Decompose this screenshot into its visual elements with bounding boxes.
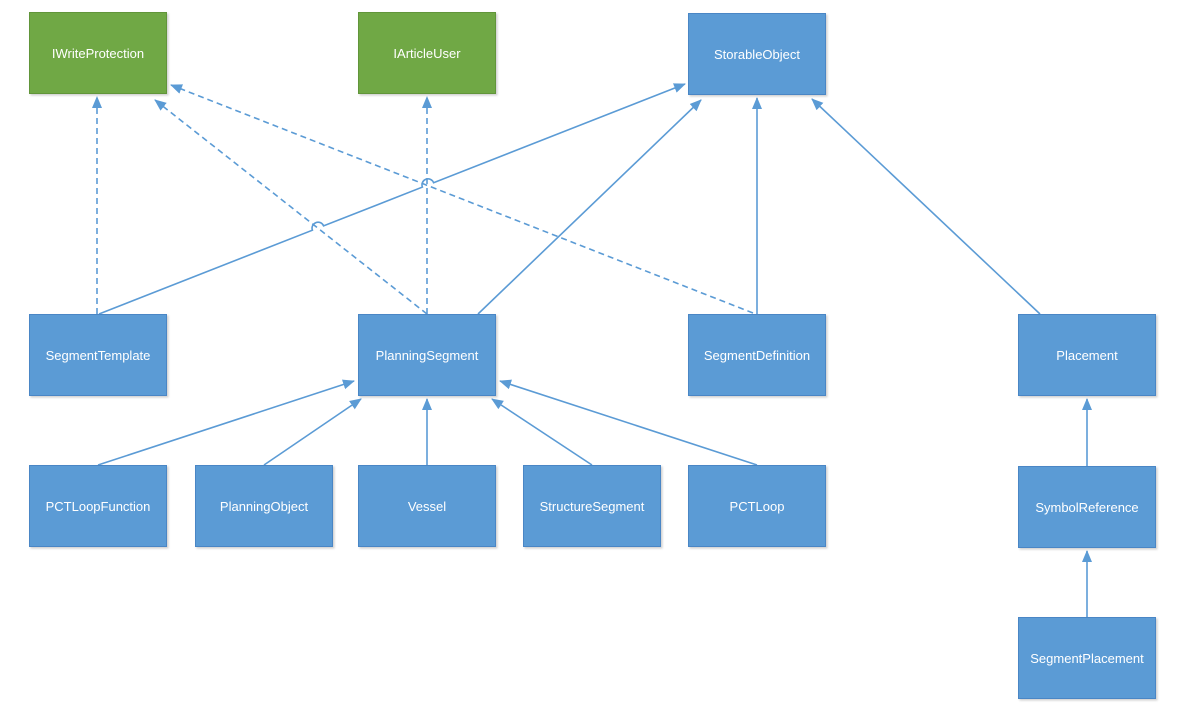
- node-label: IArticleUser: [393, 45, 461, 61]
- edge-PlanningSegment-to-IWriteProtection: [154, 99, 428, 315]
- edge-Placement-to-StorableObject: [811, 98, 1041, 315]
- node-PlanningObject: PlanningObject: [195, 465, 333, 547]
- node-label: Vessel: [407, 498, 447, 514]
- node-label: StructureSegment: [539, 498, 645, 514]
- node-label: PlanningObject: [219, 498, 309, 514]
- node-label: SegmentTemplate: [45, 347, 151, 363]
- node-PCTLoopFunction: PCTLoopFunction: [29, 465, 167, 547]
- node-PlanningSegment: PlanningSegment: [358, 314, 496, 396]
- node-SymbolReference: SymbolReference: [1018, 466, 1156, 548]
- node-IWriteProtection: IWriteProtection: [29, 12, 167, 94]
- node-IArticleUser: IArticleUser: [358, 12, 496, 94]
- node-label: StorableObject: [714, 46, 800, 62]
- node-label: SegmentDefinition: [703, 347, 811, 363]
- node-StructureSegment: StructureSegment: [523, 465, 661, 547]
- node-label: PCTLoop: [729, 498, 785, 514]
- node-SegmentPlacement: SegmentPlacement: [1018, 617, 1156, 699]
- edge-PlanningObject-to-PlanningSegment: [263, 398, 362, 466]
- edge-PlanningSegment-to-StorableObject: [477, 99, 702, 315]
- node-Placement: Placement: [1018, 314, 1156, 396]
- node-label: PCTLoopFunction: [45, 498, 151, 514]
- node-SegmentDefinition: SegmentDefinition: [688, 314, 826, 396]
- node-label: SymbolReference: [1035, 499, 1139, 515]
- node-SegmentTemplate: SegmentTemplate: [29, 314, 167, 396]
- node-label: PlanningSegment: [375, 347, 479, 363]
- node-label: SegmentPlacement: [1030, 650, 1144, 666]
- node-StorableObject: StorableObject: [688, 13, 826, 95]
- node-label: Placement: [1056, 347, 1118, 363]
- edge-StructureSegment-to-PlanningSegment: [491, 398, 593, 466]
- node-Vessel: Vessel: [358, 465, 496, 547]
- node-PCTLoop: PCTLoop: [688, 465, 826, 547]
- edge-SegmentDefinition-to-IWriteProtection: [170, 84, 754, 314]
- edge-SegmentTemplate-to-StorableObject: [98, 83, 686, 315]
- node-label: IWriteProtection: [51, 45, 145, 61]
